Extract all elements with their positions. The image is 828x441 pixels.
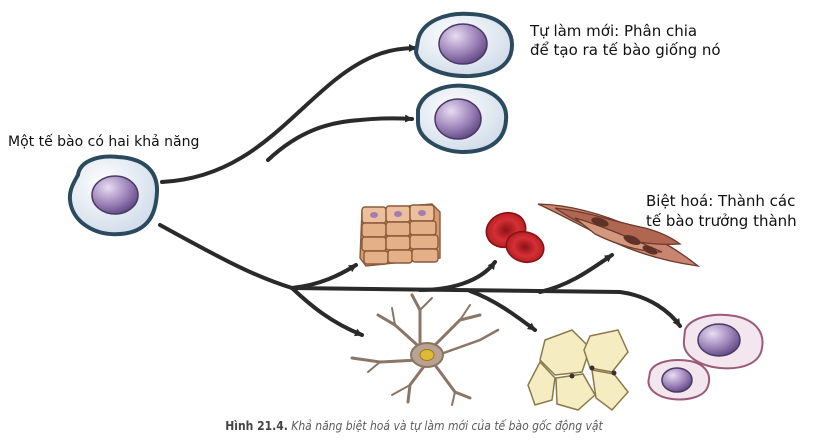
neuron — [350, 293, 500, 406]
arrow-epithelial — [290, 263, 358, 290]
renewed-cell-top — [413, 11, 515, 79]
arrow-fat — [468, 289, 537, 332]
arrows — [158, 44, 682, 337]
arrow-differentiation-main — [158, 223, 682, 328]
red-blood-cells — [485, 211, 545, 264]
mature-cell-small — [647, 359, 710, 401]
mature-cell-large — [682, 313, 764, 370]
muscle-cells — [537, 203, 701, 267]
differentiation-label: Biệt hoá: Thành các tế bào trưởng thành — [646, 192, 797, 230]
epithelial-tissue — [359, 203, 441, 267]
caption-number: Hình 21.4. — [225, 419, 288, 433]
arrow-neuron — [290, 286, 364, 337]
fat-cells — [527, 329, 629, 412]
arrow-renewal-2 — [266, 114, 414, 162]
stem-cell-label: Một tế bào có hai khả năng — [8, 134, 200, 150]
caption-text: Khả năng biệt hoá và tự làm mới của tế b… — [287, 419, 603, 433]
stem-cell — [67, 154, 160, 237]
arrow-rbc — [418, 260, 497, 292]
self-renewal-label: Tự làm mới: Phân chia để tạo ra tế bào g… — [530, 22, 721, 59]
arrow-renewal-1 — [160, 44, 418, 184]
arrow-muscle — [538, 253, 614, 294]
renewed-cell-bottom — [416, 83, 509, 155]
figure-caption: Hình 21.4. Khả năng biệt hoá và tự làm m… — [0, 419, 828, 433]
